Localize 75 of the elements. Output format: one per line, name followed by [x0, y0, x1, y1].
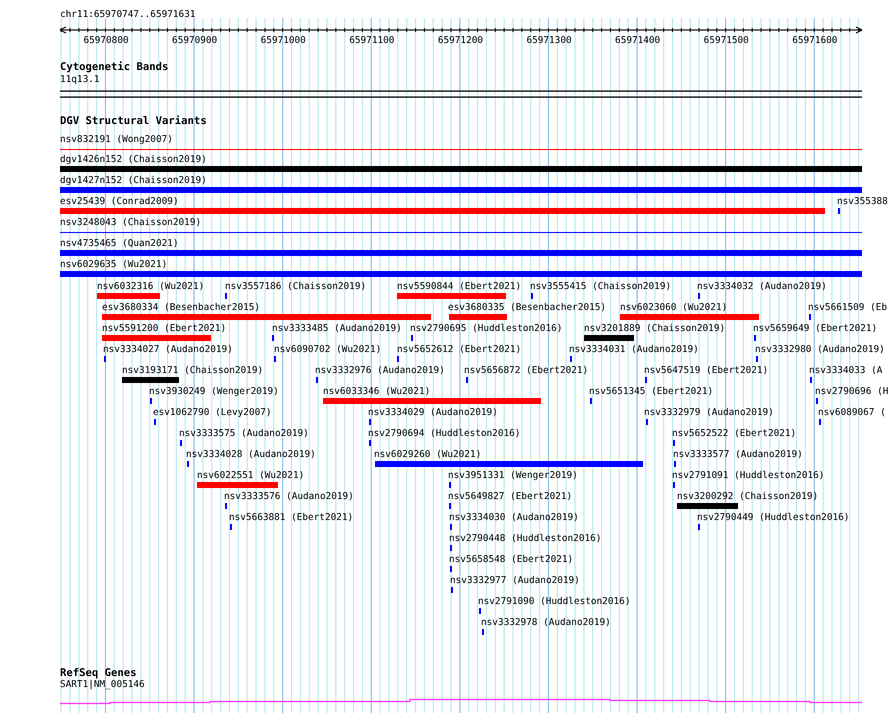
variant-label: nsv355388	[837, 196, 888, 208]
variant-label: nsv2791090 (Huddleston2016)	[478, 596, 630, 608]
variant-label: nsv5658548 (Ebert2021)	[449, 554, 574, 566]
tick-label: 65971200	[438, 35, 483, 47]
variant-label: esv1062790 (Levy2007)	[153, 407, 272, 419]
variant-label: nsv3334032 (Audano2019)	[697, 281, 827, 293]
variant-label: nsv3333575 (Audano2019)	[179, 428, 309, 440]
variant-label: nsv6029635 (Wu2021)	[60, 259, 168, 271]
variant-label: nsv5649827 (Ebert2021)	[448, 491, 572, 503]
variant-label: nsv6029260 (Wu2021)	[374, 449, 482, 461]
variant-label: nsv3930249 (Wenger2019)	[149, 386, 279, 398]
variant-label: nsv3334033 (A	[809, 365, 882, 377]
variant-label: nsv6023060 (Wu2021)	[620, 302, 728, 314]
tick-label: 65971600	[792, 35, 838, 47]
variant-label: nsv3334027 (Audano2019)	[103, 344, 233, 356]
variant-label: esv3680334 (Besenbacher2015)	[102, 302, 260, 314]
variant-label: esv3680335 (Besenbacher2015)	[448, 302, 606, 314]
coordinate-label: chr11:65970747..65971631	[60, 9, 196, 21]
variant-label: nsv3334029 (Audano2019)	[368, 407, 498, 419]
variant-label: nsv5651345 (Ebert2021)	[589, 386, 714, 398]
variant-label: nsv3248043 (Chaisson2019)	[60, 217, 202, 229]
variant-label: nsv6090702 (Wu2021)	[274, 344, 382, 356]
variant-label: nsv2790448 (Huddleston2016)	[449, 533, 602, 545]
variant-label: nsv2791091 (Huddleston2016)	[672, 470, 824, 482]
tick-label: 65970800	[83, 35, 129, 47]
band-label: 11q13.1	[60, 74, 100, 86]
variant-label: nsv4735465 (Quan2021)	[60, 238, 179, 250]
track-title: DGV Structural Variants	[60, 115, 207, 127]
variant-label: nsv3332978 (Audano2019)	[481, 617, 611, 629]
tick-label: 65971000	[260, 35, 306, 47]
variant-label: nsv3334028 (Audano2019)	[186, 449, 316, 461]
variant-label: nsv5590844 (Ebert2021)	[397, 281, 522, 293]
variant-label: nsv3200292 (Chaisson2019)	[677, 491, 818, 503]
variant-label: nsv3332979 (Audano2019)	[644, 407, 774, 419]
gene-label: SART1|NM_005146	[60, 679, 145, 691]
variant-label: nsv5656872 (Ebert2021)	[464, 365, 588, 377]
variant-label: nsv3332977 (Audano2019)	[450, 575, 580, 587]
variant-label: nsv5661509 (Eb	[808, 302, 888, 314]
variant-label: nsv3555415 (Chaisson2019)	[530, 281, 672, 293]
variant-label: esv25439 (Conrad2009)	[60, 196, 179, 208]
variant-label: nsv3333576 (Audano2019)	[224, 491, 354, 503]
variant-label: nsv3334031 (Audano2019)	[569, 344, 699, 356]
variant-label: nsv3333485 (Audano2019)	[272, 323, 402, 335]
variant-label: nsv832191 (Wong2007)	[60, 134, 173, 146]
variant-label: nsv2790696 (H	[815, 386, 888, 398]
tick-label: 65970900	[172, 35, 218, 47]
variant-label: nsv3193171 (Chaisson2019)	[122, 365, 264, 377]
variant-label: nsv5652522 (Ebert2021)	[672, 428, 796, 440]
variant-label: nsv5663881 (Ebert2021)	[229, 512, 354, 524]
variant-label: nsv5591200 (Ebert2021)	[102, 323, 226, 335]
track-title: Cytogenetic Bands	[60, 61, 168, 73]
variant-label: nsv3333577 (Audano2019)	[673, 449, 803, 461]
tick-label: 65971300	[526, 35, 572, 47]
variant-label: nsv6022551 (Wu2021)	[197, 470, 304, 482]
variant-label: nsv3332976 (Audano2019)	[315, 365, 445, 377]
variant-label: nsv3334030 (Audano2019)	[449, 512, 579, 524]
variant-label: nsv5659649 (Ebert2021)	[753, 323, 878, 335]
variant-label: nsv5652612 (Ebert2021)	[397, 344, 522, 356]
variant-label: nsv3557186 (Chaisson2019)	[225, 281, 366, 293]
variant-label: nsv3332980 (Audano2019)	[755, 344, 885, 356]
tick-label: 65971100	[349, 35, 394, 47]
track-title: RefSeq Genes	[60, 667, 137, 679]
tick-label: 65971400	[615, 35, 660, 47]
variant-label: nsv2790449 (Huddleston2016)	[697, 512, 850, 524]
variant-label: nsv6032316 (Wu2021)	[97, 281, 204, 293]
variant-label: nsv6033346 (Wu2021)	[323, 386, 430, 398]
variant-label: nsv3951331 (Wenger2019)	[448, 470, 578, 482]
variant-label: nsv5647519 (Ebert2021)	[644, 365, 768, 377]
variant-label: dgv1427n152 (Chaisson2019)	[60, 175, 207, 187]
variant-label: nsv6089067 (	[818, 407, 886, 419]
variant-label: nsv2790695 (Huddleston2016)	[410, 323, 562, 335]
tick-label: 65971500	[704, 35, 749, 47]
variant-label: dgv1426n152 (Chaisson2019)	[60, 154, 207, 166]
variant-label: nsv2790694 (Huddleston2016)	[368, 428, 520, 440]
variant-label: nsv3201889 (Chaisson2019)	[584, 323, 726, 335]
